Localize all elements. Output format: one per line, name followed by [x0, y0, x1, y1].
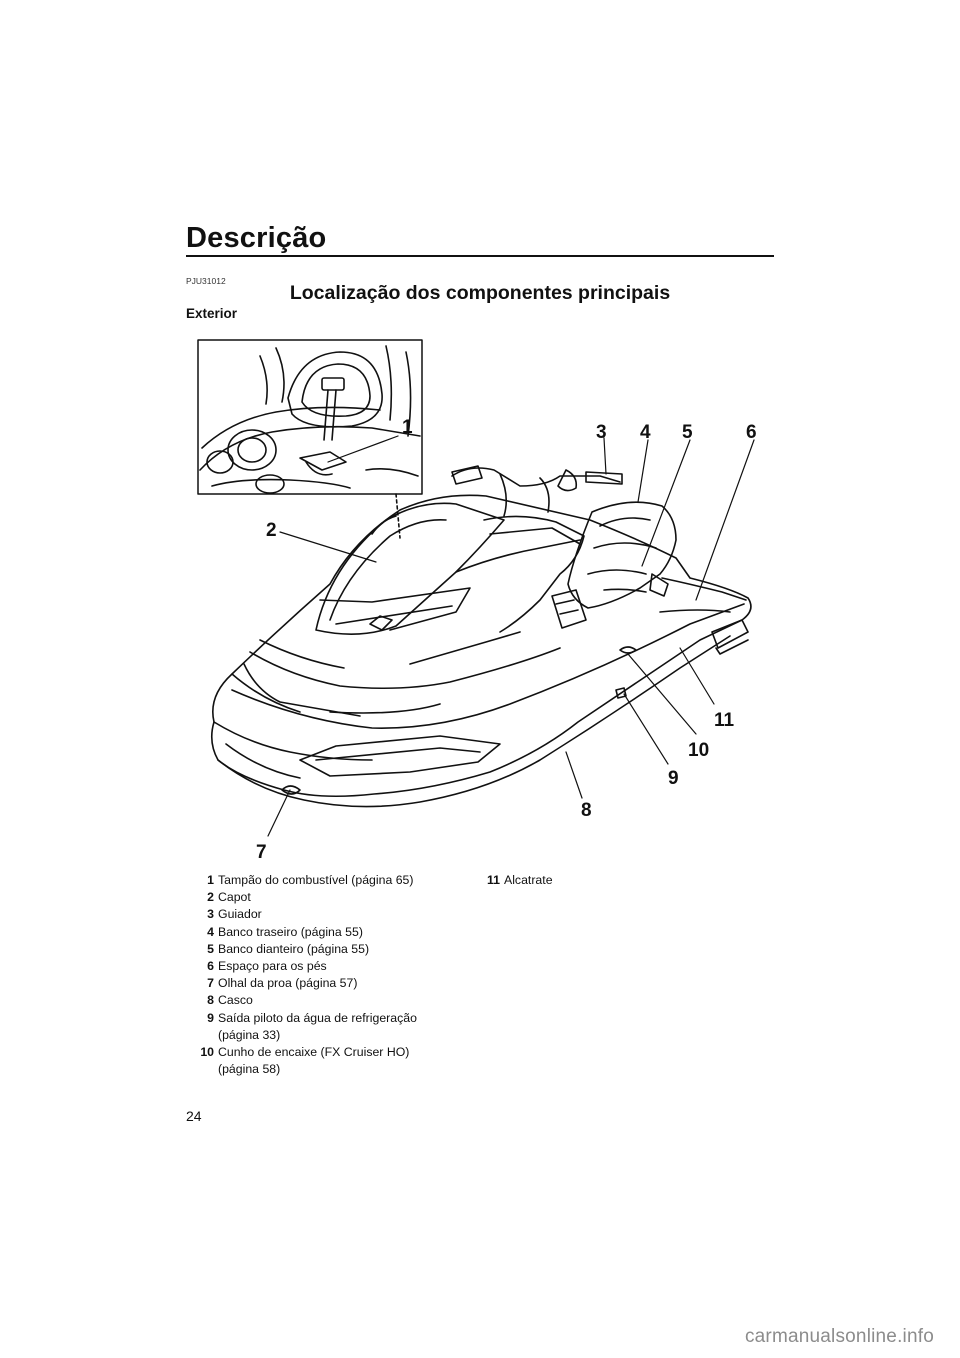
- legend-text: Tampão do combustível (página 65): [214, 872, 414, 889]
- legend-text: Saída piloto da água de refrigeração (pá…: [214, 1010, 442, 1044]
- legend-text: Casco: [214, 992, 253, 1009]
- page-title: Descrição: [186, 222, 326, 255]
- callout-9: 9: [668, 768, 679, 789]
- legend-item: 10 Cunho de encaixe (FX Cruiser HO) (pág…: [192, 1044, 442, 1078]
- callout-10: 10: [688, 740, 709, 761]
- legend-item: 4 Banco traseiro (página 55): [192, 924, 442, 941]
- legend-number: 5: [192, 941, 214, 958]
- callout-7: 7: [256, 842, 267, 863]
- watercraft-body: [212, 466, 751, 807]
- watermark: carmanualsonline.info: [745, 1326, 934, 1348]
- legend-number: 6: [192, 958, 214, 975]
- legend-item: 1 Tampão do combustível (página 65): [192, 872, 442, 889]
- watercraft-illustration: 1 2 3 4 5 6 7 8 9 10 11: [186, 330, 766, 870]
- callout-3: 3: [596, 422, 607, 443]
- legend-text: Cunho de encaixe (FX Cruiser HO) (página…: [214, 1044, 442, 1078]
- title-rule: [186, 255, 774, 257]
- legend-text: Capot: [214, 889, 251, 906]
- page-number: 24: [186, 1108, 202, 1124]
- legend-number: 2: [192, 889, 214, 906]
- callout-1: 1: [402, 417, 413, 438]
- legend-number: 9: [192, 1010, 214, 1027]
- callout-4: 4: [640, 422, 651, 443]
- callout-2: 2: [266, 520, 277, 541]
- legend-item: 9 Saída piloto da água de refrigeração (…: [192, 1010, 442, 1044]
- legend-item: 7 Olhal da proa (página 57): [192, 975, 442, 992]
- section-heading: Localização dos componentes principais: [186, 282, 774, 305]
- legend-number: 3: [192, 906, 214, 923]
- legend-text: Banco dianteiro (página 55): [214, 941, 369, 958]
- fuel-cap-inset: [198, 340, 422, 494]
- subsection-heading: Exterior: [186, 306, 237, 321]
- legend-number: 8: [192, 992, 214, 1009]
- legend-item: 5 Banco dianteiro (página 55): [192, 941, 442, 958]
- legend-text: Espaço para os pés: [214, 958, 327, 975]
- legend-number: 11: [478, 872, 500, 889]
- legend-item: 8 Casco: [192, 992, 442, 1009]
- legend-number: 1: [192, 872, 214, 889]
- callout-6: 6: [746, 422, 757, 443]
- legend-left-column: 1 Tampão do combustível (página 65) 2 Ca…: [192, 872, 442, 1078]
- legend-text: Guiador: [214, 906, 262, 923]
- legend-number: 7: [192, 975, 214, 992]
- legend-number: 10: [192, 1044, 214, 1061]
- legend-item: 6 Espaço para os pés: [192, 958, 442, 975]
- legend-number: 4: [192, 924, 214, 941]
- callout-11: 11: [714, 710, 735, 731]
- legend-text: Banco traseiro (página 55): [214, 924, 363, 941]
- legend-item: 11 Alcatrate: [478, 872, 728, 889]
- legend-right-column: 11 Alcatrate: [478, 872, 728, 889]
- legend-item: 3 Guiador: [192, 906, 442, 923]
- legend-item: 2 Capot: [192, 889, 442, 906]
- callout-5: 5: [682, 422, 693, 443]
- callout-8: 8: [581, 800, 592, 821]
- legend-text: Alcatrate: [500, 872, 553, 889]
- legend-text: Olhal da proa (página 57): [214, 975, 357, 992]
